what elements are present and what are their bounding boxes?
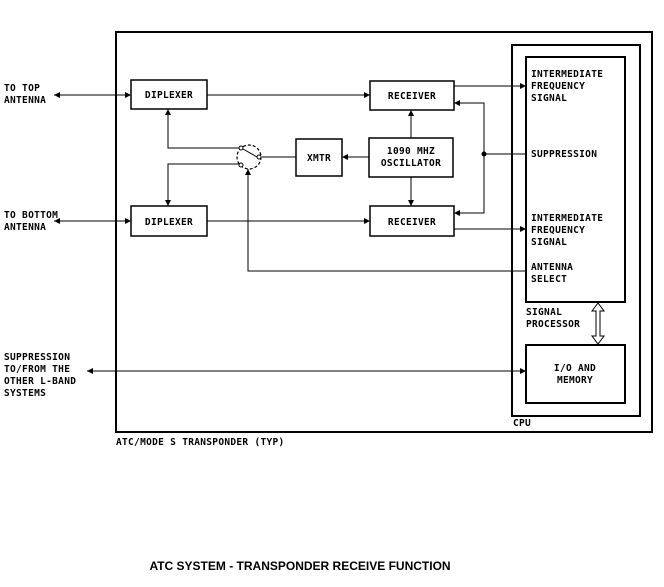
if-top-label-line1: INTERMEDIATE <box>531 69 603 80</box>
switch-contact-common <box>256 154 262 160</box>
if-bottom-label-line3: SIGNAL <box>531 237 567 248</box>
xmtr-label: XMTR <box>307 153 331 164</box>
transponder-label: ATC/MODE S TRANSPONDER (TYP) <box>116 437 285 448</box>
signal-processor-box <box>525 56 626 303</box>
suppression-junction-dot <box>481 151 487 157</box>
receiver-top-label: RECEIVER <box>388 91 436 102</box>
switch-to-diplexer-top-arrow <box>165 109 241 149</box>
transponder-frame <box>115 31 653 433</box>
switch-contact-top <box>238 145 244 151</box>
suppression-ext-label-line3: OTHER L-BAND <box>4 376 76 387</box>
top-antenna-label-line2: ANTENNA <box>4 95 46 106</box>
top-antenna-label-line1: TO TOP <box>4 83 40 94</box>
bus-double-arrow <box>591 302 605 345</box>
if-top-label-line3: SIGNAL <box>531 93 567 104</box>
if-bottom-label-line1: INTERMEDIATE <box>531 213 603 224</box>
receiver-top-block <box>369 80 455 111</box>
io-memory-label-line2: MEMORY <box>557 375 593 386</box>
oscillator-label-line1: 1090 MHZ <box>387 146 435 157</box>
if-top-label-line2: FREQUENCY <box>531 81 585 92</box>
signal-processor-label-line2: PROCESSOR <box>526 319 580 330</box>
switch-contact-bottom <box>238 162 244 168</box>
suppression-to-receiver-top-arrow <box>454 100 526 155</box>
suppression-ext-label-line4: SYSTEMS <box>4 388 46 399</box>
figure-caption: ATC SYSTEM - TRANSPONDER RECEIVE FUNCTIO… <box>149 559 451 573</box>
diplexer-top-block <box>130 79 208 110</box>
oscillator-label-line2: OSCILLATOR <box>381 158 441 169</box>
diplexer-top-label: DIPLEXER <box>145 90 193 101</box>
antenna-select-arrow <box>245 169 526 272</box>
suppression-label: SUPPRESSION <box>531 149 597 160</box>
antenna-select-label-line2: SELECT <box>531 274 567 285</box>
if-bottom-label-line2: FREQUENCY <box>531 225 585 236</box>
suppression-ext-label-line2: TO/FROM THE <box>4 364 70 375</box>
switch-to-diplexer-bottom-arrow <box>165 163 241 206</box>
io-memory-box <box>525 344 626 404</box>
switch-blade <box>242 148 258 158</box>
signal-processor-label-line1: SIGNAL <box>526 307 562 318</box>
antenna-select-label-line1: ANTENNA <box>531 262 573 273</box>
bottom-antenna-label-line1: TO BOTTOM <box>4 210 58 221</box>
diplexer-bottom-label: DIPLEXER <box>145 217 193 228</box>
bottom-antenna-label-line2: ANTENNA <box>4 222 46 233</box>
suppression-ext-label-line1: SUPPRESSION <box>4 352 70 363</box>
cpu-frame <box>511 44 641 417</box>
receiver-bottom-label: RECEIVER <box>388 217 436 228</box>
suppression-to-receiver-bottom-arrow <box>454 154 485 216</box>
diplexer-bottom-block <box>130 205 208 237</box>
io-memory-label-line1: I/O AND <box>554 363 596 374</box>
cpu-label: CPU <box>513 418 531 429</box>
